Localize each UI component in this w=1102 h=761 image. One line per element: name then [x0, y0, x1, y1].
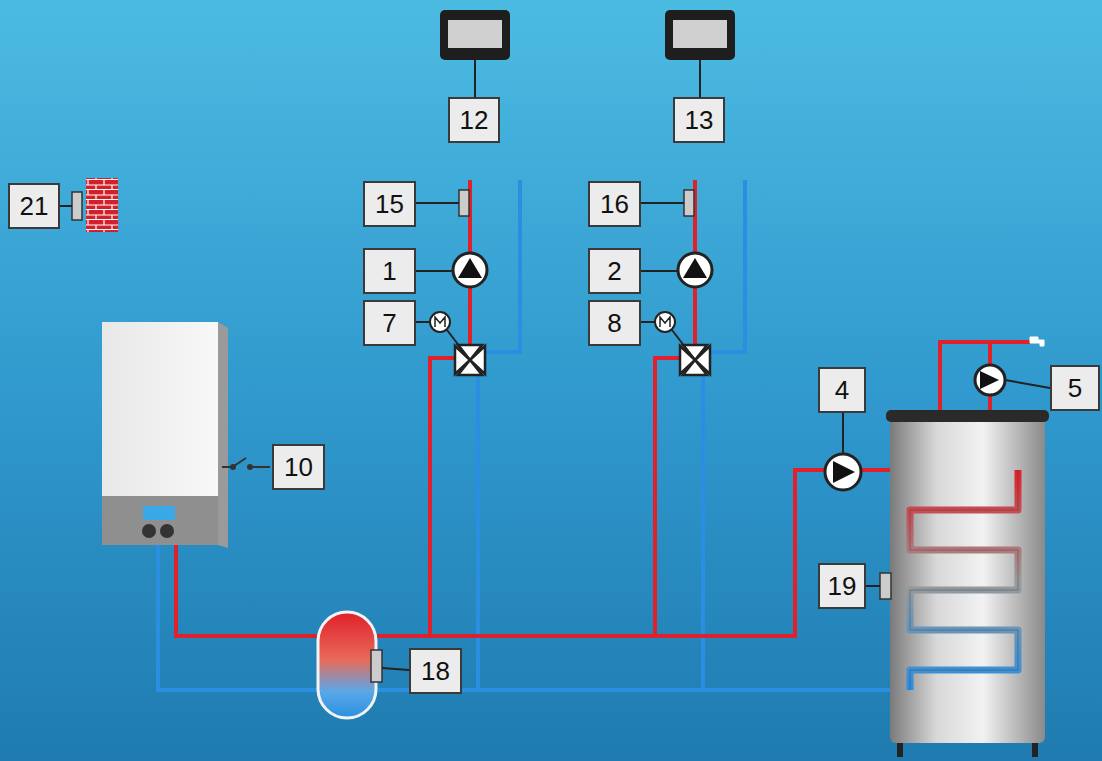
callout-text: 21 [20, 193, 49, 219]
callout-number: 13 [673, 97, 725, 143]
callout-number: 4 [818, 367, 866, 413]
callout-text: 7 [382, 310, 396, 336]
callout-number: 10 [272, 444, 325, 490]
callout-text: 1 [382, 258, 396, 284]
callout-text: 10 [284, 454, 313, 480]
callout-text: 2 [607, 258, 621, 284]
callout-text: 4 [835, 377, 849, 403]
callout-number: 1 [363, 248, 416, 294]
callout-text: 12 [460, 107, 489, 133]
callout-text: 15 [375, 191, 404, 217]
callout-number: 7 [363, 300, 416, 346]
callout-number: 21 [8, 183, 60, 229]
callout-number: 18 [409, 648, 462, 694]
callout-number: 5 [1050, 365, 1100, 411]
callout-number: 16 [588, 181, 641, 227]
callout-text: 13 [685, 107, 714, 133]
callout-text: 16 [600, 191, 629, 217]
callout-text: 8 [607, 310, 621, 336]
callout-number: 2 [588, 248, 641, 294]
callout-number: 15 [363, 181, 416, 227]
callout-number: 12 [448, 97, 500, 143]
callout-number: 19 [818, 563, 866, 609]
callout-number: 8 [588, 300, 641, 346]
callout-text: 18 [421, 658, 450, 684]
callout-text: 5 [1068, 375, 1082, 401]
callout-text: 19 [828, 573, 857, 599]
